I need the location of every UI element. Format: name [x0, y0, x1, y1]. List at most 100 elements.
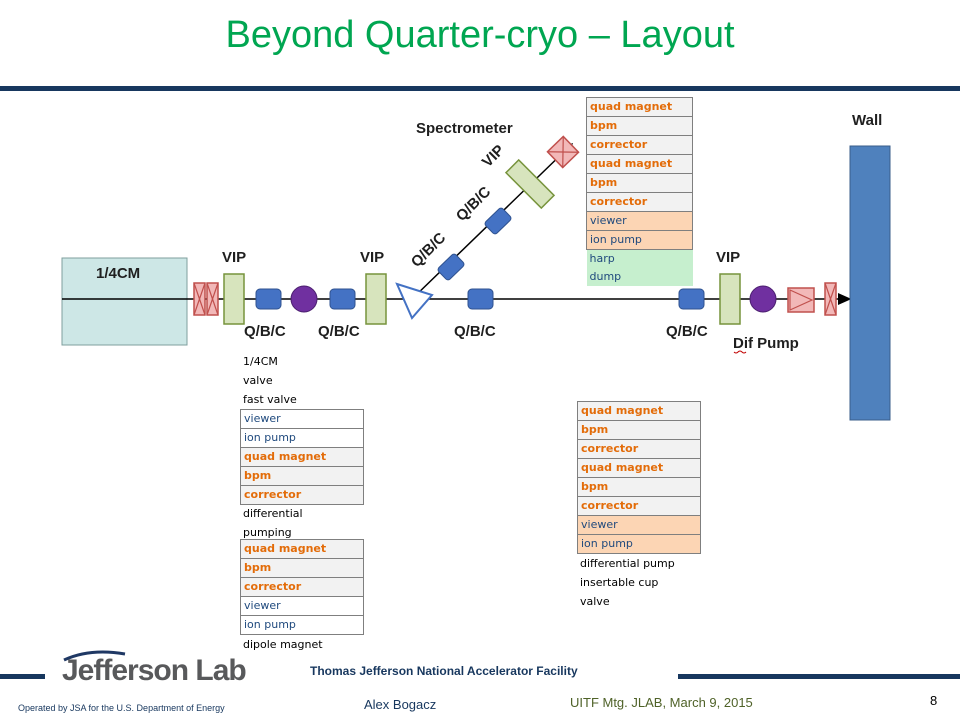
magnet-icon — [255, 288, 282, 310]
list-item: differential — [243, 507, 303, 520]
component-cell: corrector — [240, 577, 364, 597]
footer-rule-right — [678, 674, 960, 679]
component-cell: corrector — [577, 496, 701, 516]
page-title: Beyond Quarter-cryo – Layout — [225, 14, 735, 56]
component-cell: ion pump — [586, 230, 693, 250]
table-row: ion pump — [577, 534, 701, 554]
list-item: 1/4CM — [243, 355, 278, 368]
table-row: ion pump — [240, 428, 364, 448]
table-row: quad magnet — [577, 401, 701, 421]
component-cell: ion pump — [240, 428, 364, 448]
magnet-icon — [329, 288, 356, 310]
table-row: quad magnet — [586, 97, 693, 117]
qbc-label-1: Q/B/C — [244, 323, 286, 340]
vip-label-4: VIP — [716, 249, 740, 266]
component-cell: viewer — [586, 211, 693, 231]
fast-valve-icon — [206, 282, 219, 316]
component-cell: corrector — [586, 192, 693, 212]
table-row: corrector — [240, 485, 364, 505]
left-list-bottom: dipole magnet — [243, 635, 323, 654]
table-row: harp — [586, 249, 693, 268]
component-cell: quad magnet — [577, 401, 701, 421]
component-cell: corrector — [240, 485, 364, 505]
spell-underline — [733, 350, 747, 354]
component-cell: bpm — [240, 558, 364, 578]
dipole-magnet-icon — [749, 285, 777, 313]
table-row: corrector — [586, 192, 693, 212]
table-row: ion pump — [586, 230, 693, 250]
table-row: viewer — [240, 409, 364, 429]
magnet-icon — [484, 207, 512, 235]
qbc-label-2: Q/B/C — [318, 323, 360, 340]
qbc-label-3: Q/B/C — [454, 323, 496, 340]
table-row: bpm — [577, 420, 701, 440]
table-row: viewer — [586, 211, 693, 231]
jefferson-lab-logo: Jefferson Lab — [62, 654, 247, 687]
magnet-icon — [467, 288, 494, 310]
component-cell: viewer — [577, 515, 701, 535]
table-row: quad magnet — [240, 539, 364, 559]
spectrometer-label: Spectrometer — [416, 120, 513, 137]
dif-pump-label: Dif Pump — [733, 335, 799, 352]
quarter-cm-box — [61, 257, 188, 346]
table-row: corrector — [577, 496, 701, 516]
dipole-magnet-icon — [290, 285, 318, 313]
list-item: differential pump — [580, 557, 675, 570]
operated-by: Operated by JSA for the U.S. Department … — [18, 703, 225, 713]
meeting-info: UITF Mtg. JLAB, March 9, 2015 — [570, 695, 753, 710]
component-cell: viewer — [240, 409, 364, 429]
author: Alex Bogacz — [364, 697, 437, 712]
component-cell: corrector — [577, 439, 701, 459]
table-row: dump — [586, 268, 693, 286]
list-item: pumping — [243, 526, 292, 539]
quarter-cm-label: 1/4CM — [96, 265, 140, 282]
list-item: dipole magnet — [243, 638, 323, 651]
table-row: bpm — [586, 173, 693, 193]
table-row: viewer — [577, 515, 701, 535]
vip-icon — [365, 273, 387, 325]
footer-rule-left — [0, 674, 45, 679]
vip-label-1: VIP — [222, 249, 246, 266]
vip-icon — [719, 273, 741, 325]
component-cell: bpm — [240, 466, 364, 486]
table-row: quad magnet — [577, 458, 701, 478]
component-cell: quad magnet — [577, 458, 701, 478]
component-cell: bpm — [586, 116, 693, 136]
facility-name: Thomas Jefferson National Accelerator Fa… — [310, 664, 578, 678]
list-item: valve — [243, 374, 273, 387]
vip-label-2: VIP — [360, 249, 384, 266]
table-row: corrector — [240, 577, 364, 597]
table-row: corrector — [577, 439, 701, 459]
wall — [849, 145, 891, 421]
table-row: corrector — [586, 135, 693, 155]
end-valve-icon — [824, 282, 837, 316]
component-cell: viewer — [240, 596, 364, 616]
list-item: insertable cup — [580, 576, 659, 589]
table-row: bpm — [240, 558, 364, 578]
table-row: quad magnet — [586, 154, 693, 174]
valve-icon — [193, 282, 206, 316]
component-cell: bpm — [577, 420, 701, 440]
component-cell: bpm — [577, 477, 701, 497]
component-cell: quad magnet — [240, 539, 364, 559]
left-list-middle: differential pumping — [243, 504, 303, 542]
vip-icon — [223, 273, 245, 325]
component-cell: ion pump — [240, 615, 364, 635]
magnet-icon — [678, 288, 705, 310]
component-cell: quad magnet — [586, 97, 693, 117]
component-cell: quad magnet — [586, 154, 693, 174]
component-cell: ion pump — [577, 534, 701, 554]
table-row: quad magnet — [240, 447, 364, 467]
table-row: viewer — [240, 596, 364, 616]
qbc-diag-label-2: Q/B/C — [453, 183, 495, 225]
table-row: bpm — [577, 477, 701, 497]
component-cell: corrector — [586, 135, 693, 155]
component-cell: quad magnet — [240, 447, 364, 467]
